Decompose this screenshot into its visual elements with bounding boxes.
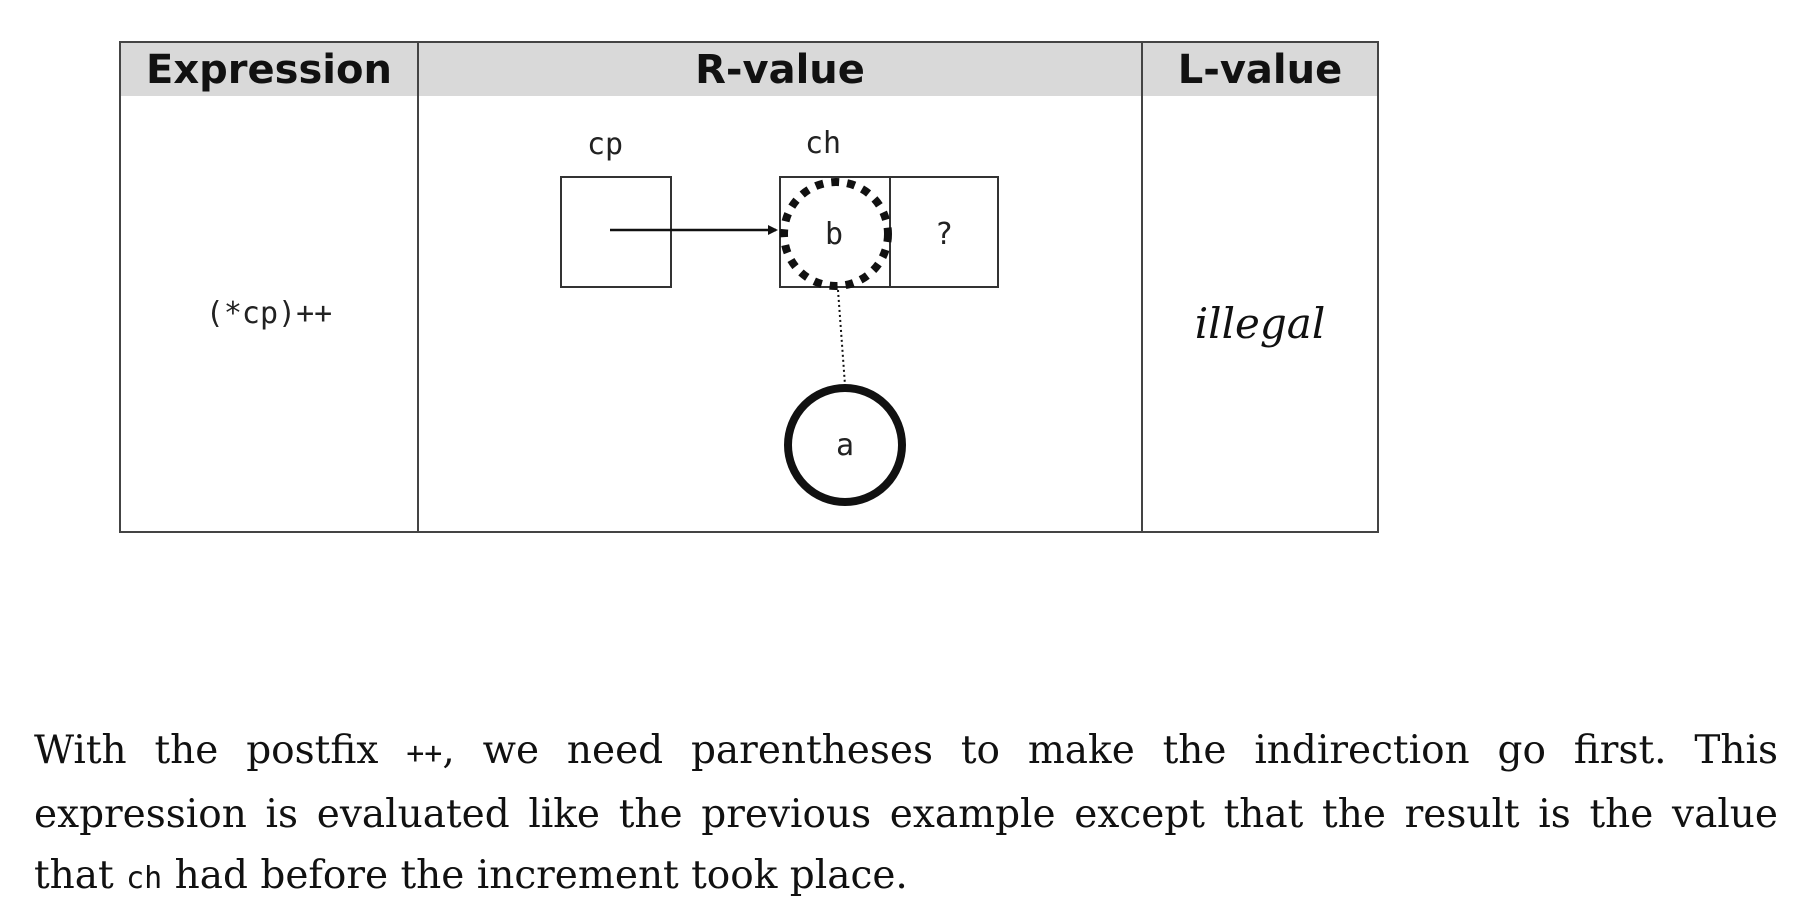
cp-label: cp: [587, 127, 623, 162]
body-paragraph: With the postfix ++, we need parentheses…: [34, 720, 1778, 909]
paragraph-text: had before the increment took place.: [162, 853, 908, 898]
ch-label: ch: [805, 126, 841, 161]
inline-code: ch: [126, 861, 163, 896]
inline-code: ++: [406, 736, 443, 771]
header-rvalue: R-value: [419, 43, 1141, 96]
column-divider: [417, 43, 419, 531]
ch-dotted-circle: [780, 178, 892, 290]
next-value: ?: [935, 217, 953, 252]
ch-value: b: [825, 217, 843, 252]
expression-cell: (*cp)++: [205, 296, 333, 331]
expression-table: Expression R-value L-value (*cp)++ illeg…: [119, 41, 1379, 533]
lvalue-cell: illegal: [1194, 299, 1326, 348]
header-expression: Expression: [121, 43, 417, 96]
cp-box: [560, 176, 672, 288]
dotted-connector: [837, 289, 846, 386]
column-divider: [1141, 43, 1143, 531]
paragraph-text: , we need parentheses to make the indire…: [34, 728, 1778, 898]
header-lvalue: L-value: [1143, 43, 1377, 96]
paragraph-text: With the postfix: [34, 728, 407, 773]
result-value: a: [836, 428, 854, 463]
result-circle: [784, 384, 906, 506]
